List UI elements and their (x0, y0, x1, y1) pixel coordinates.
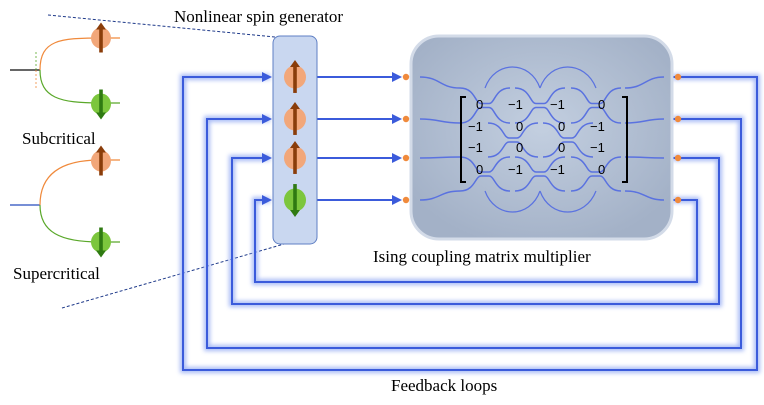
output-port-1 (674, 73, 682, 81)
coupling-matrix: 0 −1 −1 0 −1 0 0 −1 −1 0 0 −1 0 −1 −1 0 (468, 97, 605, 177)
supercritical-bifurcation (10, 159, 120, 243)
supercritical-upper-branch (39, 159, 101, 206)
feedback-loops (180, 72, 760, 373)
matrix-cell: 0 (476, 162, 483, 177)
input-port-3 (402, 154, 410, 162)
matrix-cell: −1 (468, 140, 483, 155)
subcritical-spin-up-icon (91, 22, 111, 53)
matrix-bracket-left (460, 96, 466, 183)
matrix-cell: 0 (558, 140, 565, 155)
output-port-4 (674, 196, 682, 204)
matrix-cell: 0 (558, 119, 565, 134)
supercritical-label: Supercritical (13, 264, 100, 283)
matrix-cell: −1 (590, 119, 605, 134)
matrix-cell: −1 (468, 119, 483, 134)
matrix-cell: 0 (598, 162, 605, 177)
subcritical-upper-branch (39, 37, 101, 71)
feedback-loop-2 (206, 114, 742, 349)
subcritical-bifurcation (10, 37, 120, 104)
bifurcation-spins (91, 22, 111, 258)
multiplier-title: Ising coupling matrix multiplier (373, 247, 591, 266)
matrix-cell: 0 (598, 97, 605, 112)
spin-2-up-icon (284, 102, 306, 135)
supercritical-spin-down-icon (91, 227, 111, 258)
spin-1-up-icon (284, 60, 306, 93)
subcritical-label: Subcritical (22, 129, 96, 148)
input-port-2 (402, 115, 410, 123)
matrix-cell: 0 (516, 119, 523, 134)
waveguide-mesh (419, 66, 665, 213)
ports (402, 73, 682, 204)
matrix-cell: 0 (516, 140, 523, 155)
subcritical-lower-branch (39, 69, 101, 104)
output-port-3 (674, 154, 682, 162)
supercritical-spin-up-icon (91, 145, 111, 176)
supercritical-lower-branch (39, 204, 101, 243)
input-port-1 (402, 73, 410, 81)
matrix-cell: −1 (508, 97, 523, 112)
input-port-4 (402, 196, 410, 204)
feedback-loop-3 (231, 153, 720, 305)
matrix-cell: −1 (508, 162, 523, 177)
matrix-cell: −1 (590, 140, 605, 155)
subcritical-spin-down-icon (91, 89, 111, 120)
matrix-cell: −1 (550, 97, 565, 112)
spin-generator-box (272, 35, 318, 245)
matrix-bracket-right (622, 96, 628, 183)
matrix-cell: −1 (550, 162, 565, 177)
feedback-loop-1 (182, 72, 758, 371)
coupling-matrix-box (409, 34, 674, 241)
spin-column (284, 60, 306, 217)
spin-3-up-icon (284, 141, 306, 174)
feedback-label: Feedback loops (391, 376, 497, 395)
feedback-loop-4 (254, 195, 698, 283)
output-port-2 (674, 115, 682, 123)
generator-title: Nonlinear spin generator (174, 7, 343, 26)
matrix-cell: 0 (476, 97, 483, 112)
spin-4-down-icon (284, 184, 306, 217)
